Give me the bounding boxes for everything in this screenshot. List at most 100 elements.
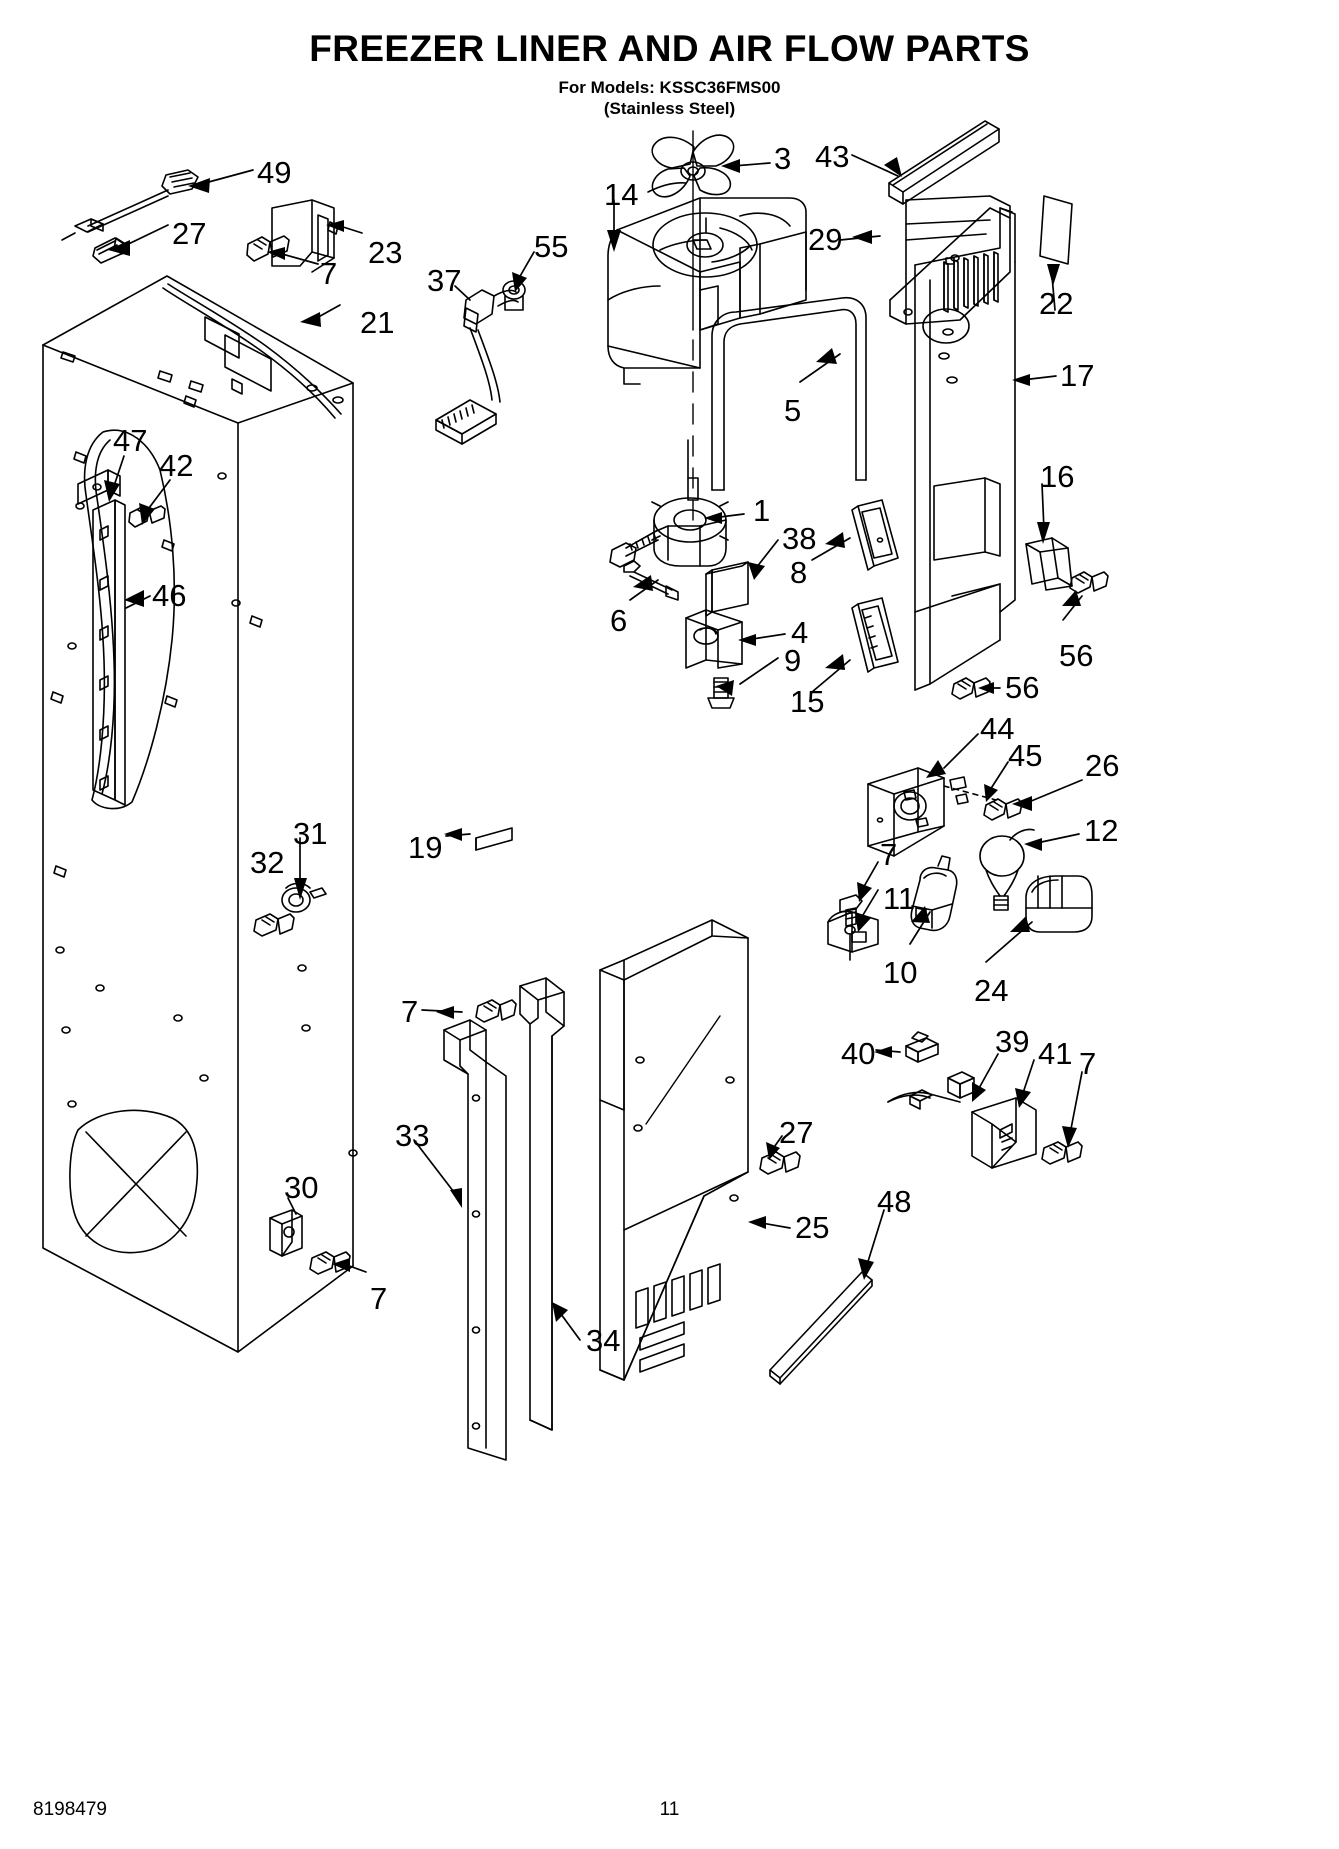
part-5-duct-tube	[711, 296, 867, 491]
leader-37	[454, 285, 471, 301]
leader-26	[1023, 779, 1083, 805]
part-7d-screw	[1041, 1141, 1083, 1165]
callout-45: 45	[1008, 738, 1043, 773]
part-12-bulb	[979, 828, 1035, 911]
part-32-screw	[253, 913, 295, 937]
leader-6	[629, 579, 659, 601]
callout-29: 29	[808, 222, 843, 257]
part-14-fan-housing	[607, 197, 807, 385]
leader-38	[755, 539, 779, 569]
callout-30: 30	[284, 1170, 319, 1205]
callout-41: 41	[1038, 1036, 1073, 1071]
callout-48: 48	[877, 1184, 912, 1219]
part-27b-screw	[759, 1151, 801, 1175]
callout-25: 25	[795, 1210, 830, 1245]
callout-1: 1	[753, 493, 771, 528]
leader-43	[851, 154, 899, 177]
callout-5: 5	[784, 393, 802, 428]
callout-39: 39	[995, 1024, 1030, 1059]
document-code: 8198479	[33, 1799, 107, 1820]
callout-44: 44	[980, 711, 1015, 746]
leader-48	[865, 1209, 885, 1269]
part-11-socket-clip	[827, 910, 879, 961]
part-41-switch	[971, 1097, 1037, 1169]
callout-56-lower: 56	[1005, 670, 1040, 705]
callout-24: 24	[974, 973, 1009, 1008]
callout-42: 42	[159, 448, 194, 483]
callout-14: 14	[604, 177, 639, 212]
leader-9	[739, 657, 779, 685]
part-31-grommet	[281, 882, 327, 913]
page-title: FREEZER LINER AND AIR FLOW PARTS	[309, 28, 1030, 69]
part-25-evap-cover	[599, 919, 749, 1381]
callout-15: 15	[790, 684, 825, 719]
part-4-bracket	[685, 609, 743, 669]
finish-subtitle: (Stainless Steel)	[603, 99, 736, 119]
callout-31: 31	[293, 816, 328, 851]
callout-27-upper: 27	[172, 216, 207, 251]
part-43-trim-strip	[888, 120, 1000, 205]
callout-32: 32	[250, 845, 285, 880]
leader-30	[287, 1197, 297, 1215]
callout-56-upper: 56	[1059, 638, 1094, 673]
leader-41	[1021, 1059, 1035, 1097]
callout-21: 21	[360, 305, 395, 340]
part-16-bracket	[1025, 537, 1073, 591]
part-7a-screw	[246, 235, 290, 262]
part-29-air-duct	[889, 195, 1011, 325]
callout-16: 16	[1040, 459, 1075, 494]
part-26-screw	[983, 798, 1023, 821]
callout-55: 55	[534, 229, 569, 264]
part-47-rail	[77, 469, 126, 806]
leader-49	[204, 169, 254, 184]
callout-10: 10	[883, 955, 918, 990]
callout-7-light: 7	[880, 837, 898, 872]
part-15-damper-bracket	[851, 597, 899, 673]
page-number: 11	[659, 1799, 680, 1820]
leader-44	[943, 733, 979, 769]
callout-7-upper: 7	[320, 256, 338, 291]
leader-55	[518, 251, 535, 279]
callout-11: 11	[883, 881, 916, 916]
part-19-clip	[475, 827, 513, 851]
part-37-harness	[435, 280, 526, 445]
part-56a-screw	[1069, 571, 1109, 594]
callout-12: 12	[1084, 813, 1119, 848]
callout-33: 33	[395, 1118, 430, 1153]
part-30-clip	[269, 1209, 303, 1257]
callout-34: 34	[586, 1323, 621, 1358]
model-subtitle: For Models: KSSC36FMS00	[558, 77, 781, 97]
callout-26: 26	[1085, 748, 1120, 783]
leader-42	[145, 479, 171, 513]
part-22-plate	[1039, 195, 1073, 265]
callout-9: 9	[784, 643, 802, 678]
callout-8: 8	[790, 555, 808, 590]
leader-7d	[1069, 1071, 1083, 1135]
callout-46: 46	[152, 578, 187, 613]
callout-27-lower: 27	[779, 1115, 814, 1150]
leader-45	[989, 761, 1009, 791]
part-10-lamp-socket	[910, 855, 958, 932]
callout-3: 3	[774, 141, 792, 176]
callout-6: 6	[610, 603, 628, 638]
callout-47: 47	[113, 423, 148, 458]
callout-23: 23	[368, 235, 403, 270]
callout-19: 19	[408, 830, 443, 865]
callout-40: 40	[841, 1036, 876, 1071]
part-39-wire-switch	[887, 1071, 975, 1110]
part-24-lens	[1025, 875, 1093, 933]
callout-49: 49	[257, 155, 292, 190]
part-40-connector	[905, 1031, 939, 1063]
part-1-fan-motor	[609, 439, 729, 568]
part-33-rail	[443, 1019, 507, 1461]
callout-37: 37	[427, 263, 462, 298]
callout-7-switch: 7	[1079, 1046, 1097, 1081]
callout-38: 38	[782, 521, 817, 556]
part-49-harness	[61, 169, 199, 264]
callout-17: 17	[1060, 358, 1095, 393]
callout-22: 22	[1039, 286, 1074, 321]
leader-39	[977, 1053, 999, 1091]
page-footer: 8198479 11	[0, 1789, 1339, 1849]
